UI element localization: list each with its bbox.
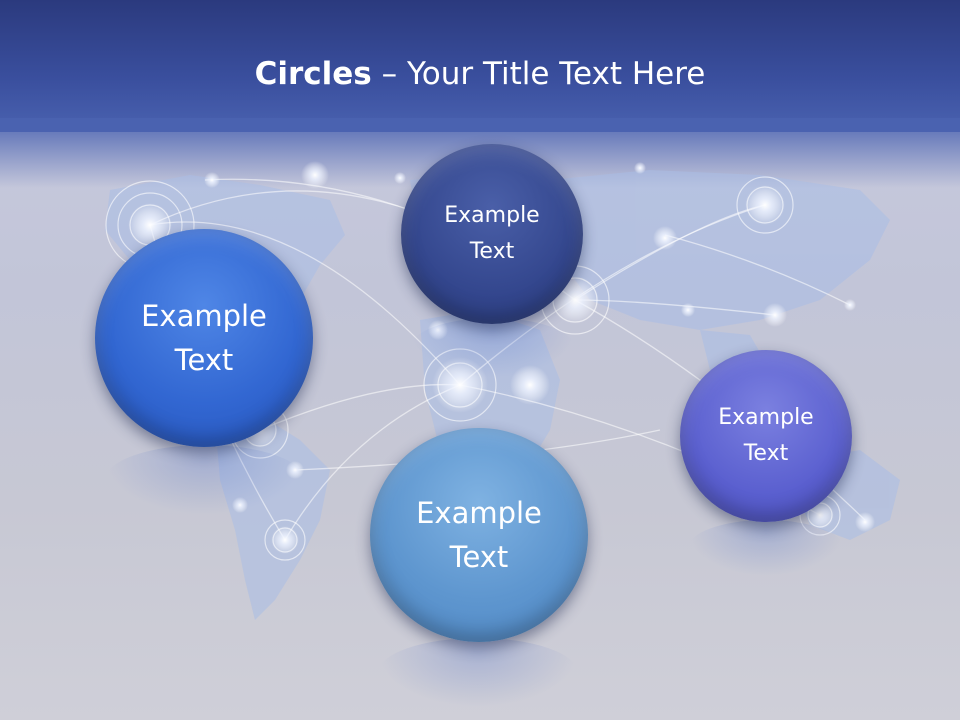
circle-text-box-4[interactable]: Example Text	[680, 350, 852, 522]
slide-title-rest: – Your Title Text Here	[371, 56, 706, 92]
circle-label: Example Text	[444, 203, 540, 264]
circle-reflection	[105, 445, 305, 515]
slide-title: Circles – Your Title Text Here	[0, 52, 960, 96]
circle-reflection	[688, 520, 844, 576]
slide-title-bold: Circles	[254, 56, 372, 92]
circle-label: Example Text	[718, 405, 814, 466]
circle-reflection	[378, 638, 578, 708]
circle-reflection	[410, 318, 575, 378]
circle-text-box-2[interactable]: Example Text	[401, 144, 583, 324]
circle-text-box-3[interactable]: Example Text	[370, 428, 588, 642]
circle-text-box-1[interactable]: Example Text	[95, 229, 313, 447]
glow-points	[128, 161, 875, 554]
circle-label: Example Text	[141, 299, 267, 377]
title-bar	[0, 0, 960, 132]
circle-label: Example Text	[416, 496, 542, 574]
